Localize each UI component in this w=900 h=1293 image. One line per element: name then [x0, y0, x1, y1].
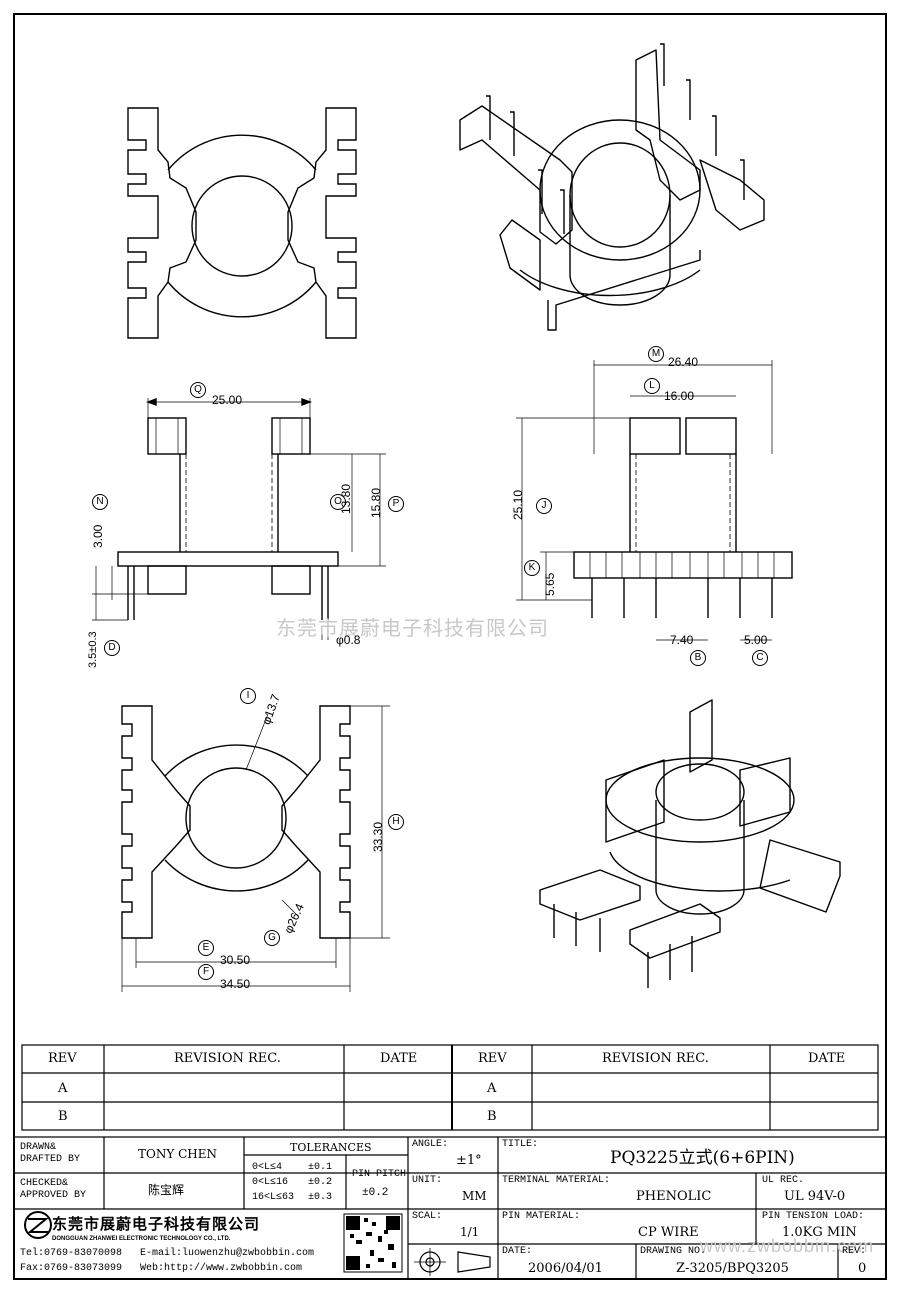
- company-logo: [24, 1211, 52, 1239]
- iso-view-top: [459, 43, 765, 331]
- sheet-border: [13, 13, 887, 1280]
- front-view: [92, 397, 386, 640]
- bottom-view: [121, 705, 390, 992]
- top-view: [127, 107, 357, 339]
- title-block: [13, 1136, 887, 1280]
- iso-view-bottom: [539, 699, 841, 988]
- side-view: [516, 360, 793, 641]
- qr-code: [343, 1213, 403, 1273]
- revision-table: [21, 1044, 879, 1131]
